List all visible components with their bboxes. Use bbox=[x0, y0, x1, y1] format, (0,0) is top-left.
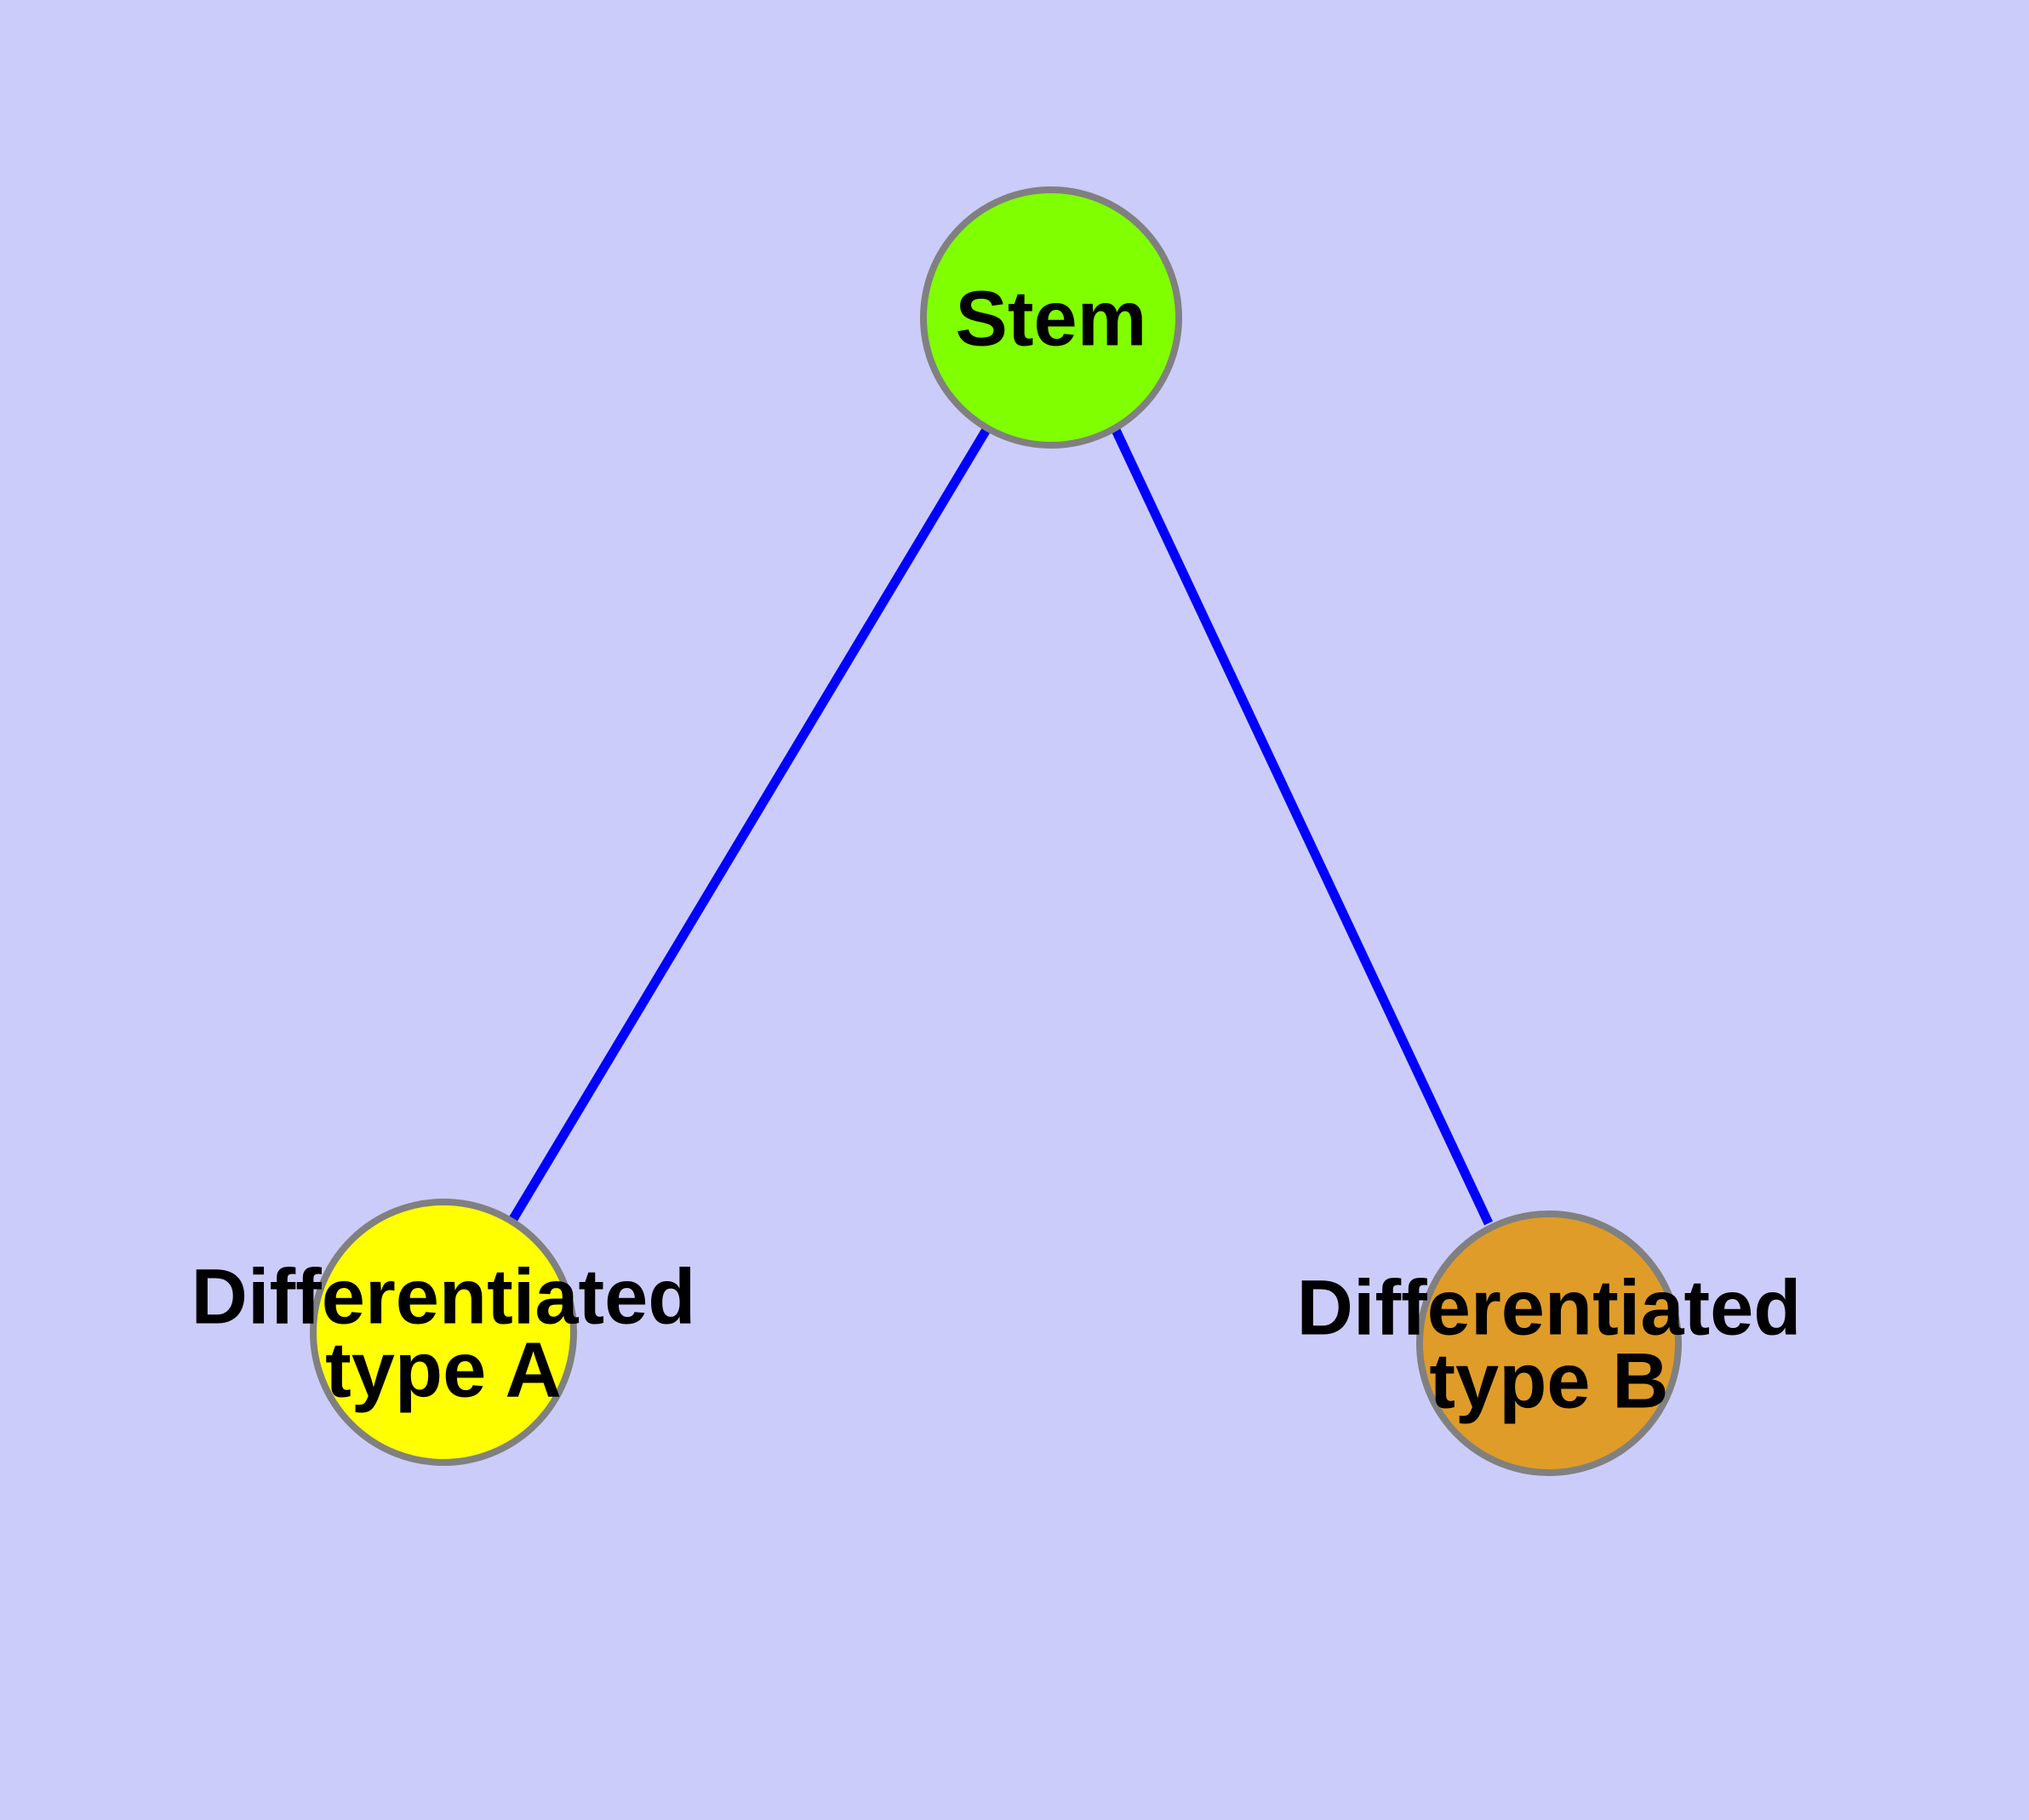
edges-group bbox=[509, 426, 1493, 1226]
node-label-line: Differentiated bbox=[191, 1254, 696, 1341]
node-label-line: type A bbox=[325, 1327, 562, 1414]
node-diff_b[interactable] bbox=[1416, 1210, 1682, 1476]
node-diff_a[interactable] bbox=[310, 1199, 577, 1466]
node-label-stem: Stem bbox=[956, 276, 1147, 363]
edge-stem-to-diff-b[interactable] bbox=[1111, 426, 1493, 1226]
edge-stem-to-diff-a[interactable] bbox=[509, 426, 992, 1222]
node-stem[interactable] bbox=[920, 186, 1182, 449]
node-label-line: Differentiated bbox=[1297, 1265, 1802, 1352]
node-label-line: type B bbox=[1429, 1338, 1668, 1425]
nodes-group bbox=[310, 186, 1682, 1476]
node-label-line: Stem bbox=[956, 276, 1147, 363]
